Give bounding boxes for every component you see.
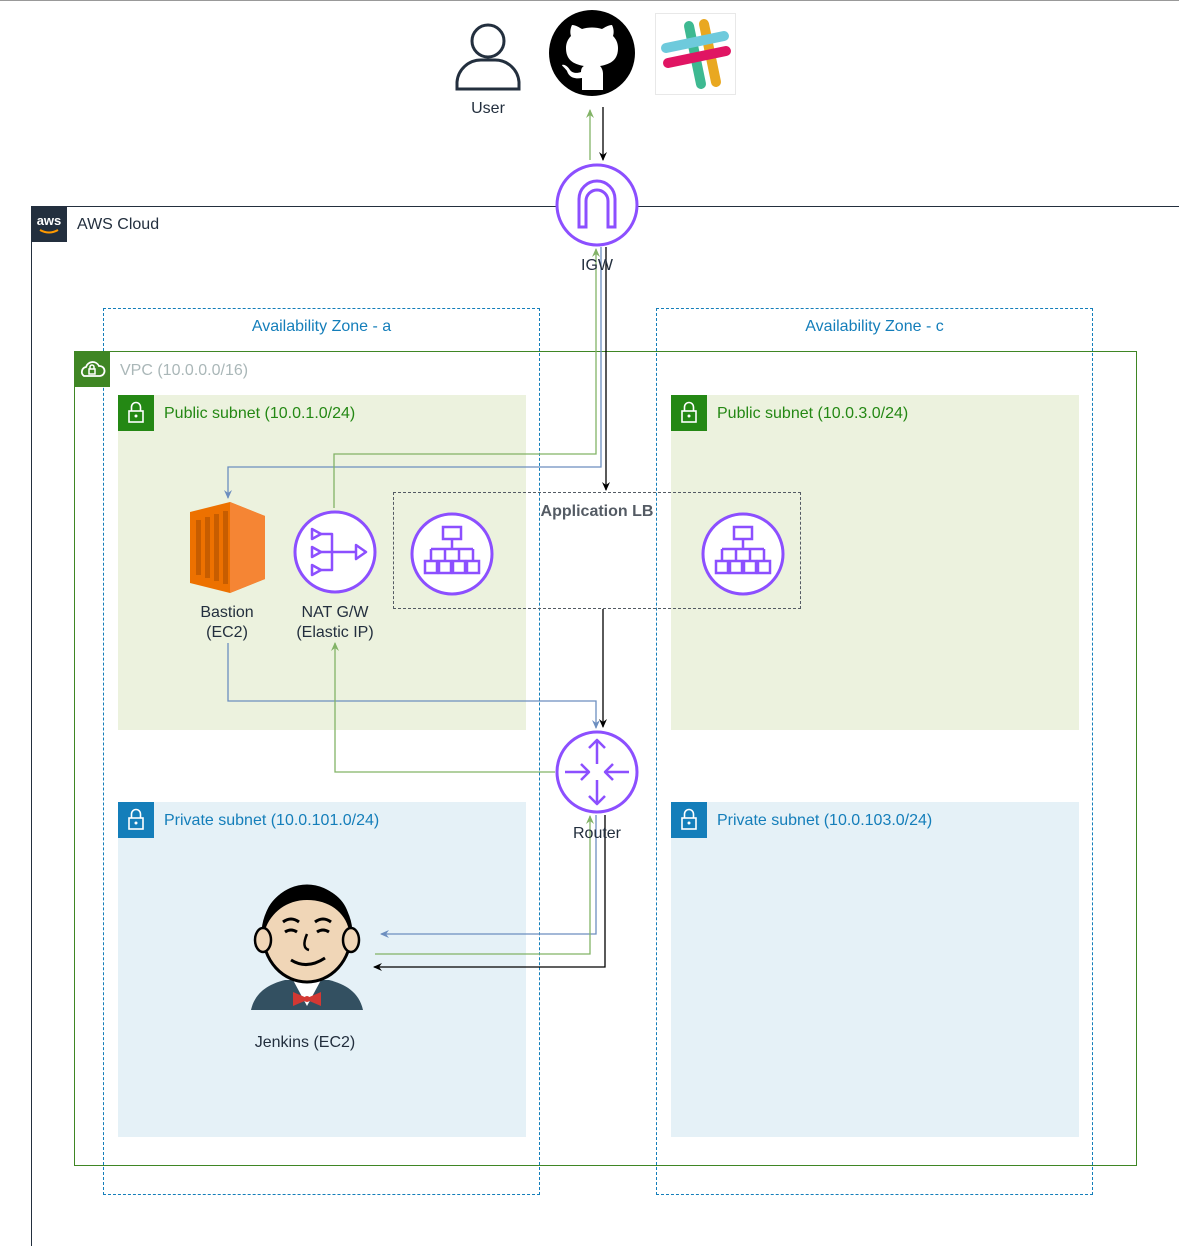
availability-zone-c: Availability Zone - c — [656, 308, 1093, 1195]
svg-text:aws: aws — [37, 213, 62, 228]
nat-label-line2: (Elastic IP) — [296, 624, 374, 641]
bastion-label-line2: (EC2) — [206, 624, 248, 641]
aws-logo-icon: aws — [31, 206, 67, 242]
bastion-label-line1: Bastion — [200, 604, 254, 621]
vpc-icon — [74, 351, 110, 387]
arrow-jenkins-to-router-green — [375, 815, 594, 955]
router-label: Router — [572, 825, 622, 842]
lock-icon — [118, 802, 154, 838]
lock-icon — [671, 395, 707, 431]
private-subnet-c-label: Private subnet (10.0.103.0/24) — [717, 812, 933, 829]
private-subnet-a-label: Private subnet (10.0.101.0/24) — [164, 812, 380, 829]
load-balancer-icon — [409, 511, 495, 597]
private-subnet-c: Private subnet (10.0.103.0/24) — [671, 802, 1079, 1137]
application-lb-group — [393, 492, 801, 609]
application-lb-label: Application LB — [540, 503, 654, 520]
slack-icon — [655, 13, 736, 95]
public-subnet-a-label: Public subnet (10.0.1.0/24) — [164, 405, 356, 422]
public-subnet-c: Public subnet (10.0.3.0/24) — [671, 395, 1079, 730]
nat-gateway-icon — [292, 509, 378, 595]
top-border — [0, 0, 1179, 1]
vpc-label: VPC (10.0.0.0/16) — [120, 362, 249, 379]
user-label: User — [471, 100, 505, 117]
internet-gateway-icon — [555, 163, 639, 247]
load-balancer-icon — [700, 511, 786, 597]
jenkins-label: Jenkins (EC2) — [254, 1034, 356, 1051]
availability-zone-a: Availability Zone - a — [103, 308, 540, 1195]
lock-icon — [671, 802, 707, 838]
user-icon — [453, 20, 523, 92]
ec2-bastion-icon — [190, 502, 265, 593]
arrow-bastion-to-router — [227, 643, 600, 729]
aws-cloud-label: AWS Cloud — [77, 216, 160, 233]
availability-zone-a-label: Availability Zone - a — [251, 318, 392, 335]
arrow-router-to-jenkins-blue — [380, 815, 597, 938]
github-icon — [549, 10, 635, 96]
nat-label-line1: NAT G/W — [301, 604, 369, 621]
lock-icon — [118, 395, 154, 431]
router-icon — [555, 730, 639, 814]
arrow-nat-to-igw — [333, 248, 600, 508]
public-subnet-c-label: Public subnet (10.0.3.0/24) — [717, 405, 909, 422]
arrow-router-to-jenkins-black — [373, 815, 606, 971]
arrow-router-to-nat — [331, 642, 555, 773]
jenkins-icon — [245, 882, 367, 1016]
availability-zone-c-label: Availability Zone - c — [805, 318, 944, 335]
arrow-igw-to-bastion — [224, 247, 602, 499]
igw-label: IGW — [581, 257, 613, 274]
